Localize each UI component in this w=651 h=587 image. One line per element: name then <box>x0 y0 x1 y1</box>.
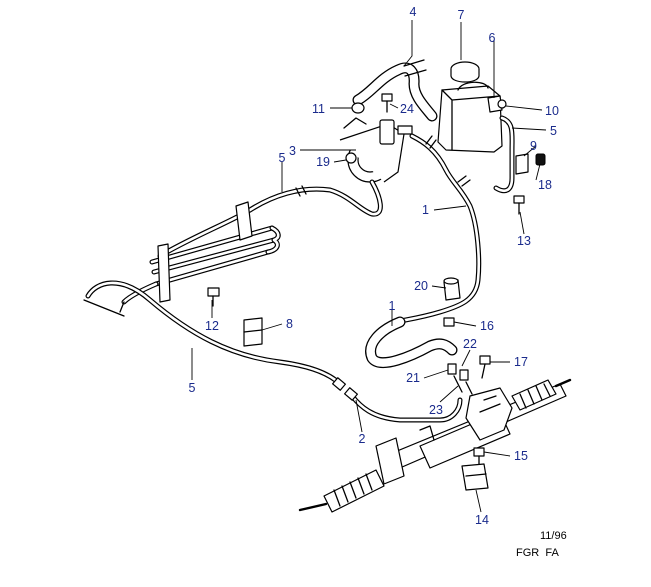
bolt-13 <box>513 195 525 215</box>
clip-8 <box>243 317 263 347</box>
callout-22: 22 <box>463 337 477 351</box>
callout-11: 11 <box>312 102 325 116</box>
callout-24: 24 <box>400 102 414 116</box>
footer-codes: FGR FA <box>516 547 559 559</box>
clamp-11 <box>351 102 365 114</box>
callout-19: 19 <box>316 155 330 169</box>
banjo-bolt-19 <box>345 152 357 164</box>
pipe-2 <box>343 387 463 423</box>
callout-10: 10 <box>545 104 559 118</box>
steering-rack <box>298 378 572 513</box>
drawing-footer: 11/96 FGR FA <box>516 530 567 559</box>
callout-20: 20 <box>414 279 428 293</box>
bolt-12 <box>207 287 220 307</box>
clip-10 <box>497 99 507 109</box>
callout-15: 15 <box>514 449 528 463</box>
callout-21: 21 <box>406 371 420 385</box>
callout-1-upper: 1 <box>422 203 429 217</box>
pressure-pipe-1 <box>393 133 482 325</box>
grommet-18 <box>535 153 546 166</box>
callout-labels: 4 7 6 11 24 10 5 3 19 5 9 18 1 13 20 1 1… <box>189 5 559 527</box>
cooler-pipes <box>83 201 281 317</box>
fluid-reservoir-6 <box>437 81 503 153</box>
return-pipe-5-upper <box>157 179 383 259</box>
callout-5-lower: 5 <box>189 381 196 395</box>
sensor-20 <box>443 277 461 301</box>
callout-17: 17 <box>514 355 528 369</box>
mount-14 <box>461 463 489 491</box>
callout-16: 16 <box>480 319 494 333</box>
return-pipe-5-lower <box>85 280 347 391</box>
callout-14: 14 <box>475 513 489 527</box>
callout-1-lower: 1 <box>389 299 396 313</box>
callout-7: 7 <box>458 8 465 22</box>
callout-2: 2 <box>359 432 366 446</box>
bolt-15 <box>473 447 485 467</box>
pressure-hose-1 <box>365 316 458 368</box>
bolt-24 <box>381 93 393 113</box>
bolt-17 <box>479 355 491 379</box>
footer-date: 11/96 <box>540 530 567 542</box>
callout-12: 12 <box>205 319 219 333</box>
reservoir-cap-7 <box>450 61 480 83</box>
return-hose-5-right <box>493 115 515 194</box>
callout-4: 4 <box>410 5 417 19</box>
callout-8: 8 <box>286 317 293 331</box>
callout-3: 3 <box>289 144 296 158</box>
callout-9: 9 <box>530 139 537 153</box>
fittings-21-22-23 <box>447 363 473 395</box>
callout-5-upper: 5 <box>279 151 286 165</box>
callout-5-right: 5 <box>550 124 557 138</box>
callout-6: 6 <box>489 31 496 45</box>
callout-13: 13 <box>517 234 531 248</box>
callout-23: 23 <box>429 403 443 417</box>
return-hose-4 <box>352 59 438 122</box>
power-steering-pump-3 <box>339 117 413 183</box>
callout-18: 18 <box>538 178 552 192</box>
leader-lines <box>191 20 547 513</box>
bracket-9 <box>515 153 529 175</box>
bolt-16 <box>443 317 455 327</box>
